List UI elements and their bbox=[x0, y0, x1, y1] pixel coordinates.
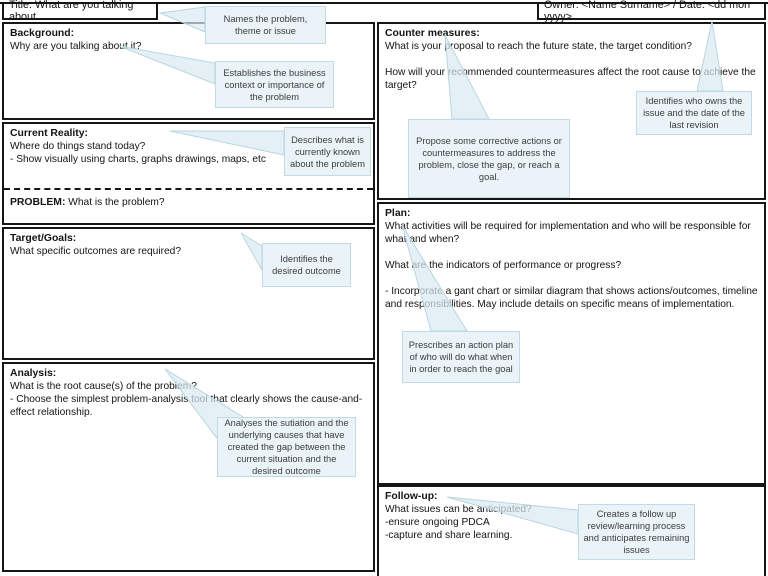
follow-up-text-2: -ensure ongoing PDCA bbox=[385, 517, 490, 528]
problem-text: What is the problem? bbox=[65, 197, 165, 208]
dashed-divider bbox=[4, 188, 373, 190]
plan-heading: Plan: bbox=[385, 208, 411, 219]
title-text: Title: What are you talking about bbox=[9, 0, 134, 23]
follow-up-text-1: What issues can be anticipated? bbox=[385, 504, 532, 515]
callout-propose-actions: Propose some corrective actions or count… bbox=[408, 119, 570, 198]
background-heading: Background: bbox=[10, 28, 75, 39]
plan-text-1: What activities will be required for imp… bbox=[385, 221, 751, 245]
analysis-text-2: - Choose the simplest problem-analysis t… bbox=[10, 394, 363, 418]
target-goals-heading: Target/Goals: bbox=[10, 233, 77, 244]
current-reality-text-2: - Show visually using charts, graphs dra… bbox=[10, 154, 266, 165]
problem-label: PROBLEM: bbox=[10, 197, 66, 208]
background-text: Why are you talking about it? bbox=[10, 41, 142, 52]
follow-up-text-3: -capture and share learning. bbox=[385, 530, 513, 541]
target-goals-text: What specific outcomes are required? bbox=[10, 246, 182, 257]
plan-text-2: What are the indicators of performance o… bbox=[385, 260, 622, 271]
current-reality-text-1: Where do things stand today? bbox=[10, 141, 146, 152]
callout-creates-followup: Creates a follow up review/learning proc… bbox=[578, 504, 695, 560]
counter-measures-text-1: What is your proposal to reach the futur… bbox=[385, 41, 692, 52]
callout-identifies-owner: Identifies who owns the issue and the da… bbox=[636, 91, 752, 135]
owner-date-text: Owner: <Name Surname> / Date: <dd mon yy… bbox=[544, 0, 751, 23]
callout-describes-known: Describes what is currently known about … bbox=[284, 127, 371, 176]
current-reality-heading: Current Reality: bbox=[10, 128, 88, 139]
plan-text-3: - Incorporate a gant chart or similar di… bbox=[385, 286, 758, 310]
callout-names-problem: Names the problem, theme or issue bbox=[205, 6, 326, 44]
callout-analyses-situation: Analyses the sutiation and the underlyin… bbox=[217, 417, 356, 477]
counter-measures-heading: Counter measures: bbox=[385, 28, 480, 39]
title-box: Title: What are you talking about bbox=[2, 0, 158, 23]
follow-up-heading: Follow-up: bbox=[385, 491, 438, 502]
analysis-heading: Analysis: bbox=[10, 368, 57, 379]
section-follow-up: Follow-up: What issues can be anticipate… bbox=[377, 485, 766, 576]
callout-establishes-context: Establishes the business context or impo… bbox=[215, 61, 334, 108]
callout-identifies-outcome: Identifies the desired outcome bbox=[262, 243, 351, 287]
sheet-top-rule bbox=[0, 2, 768, 4]
analysis-text-1: What is the root cause(s) of the problem… bbox=[10, 381, 197, 392]
counter-measures-text-2: How will your recommended countermeasure… bbox=[385, 67, 756, 91]
problem-statement: PROBLEM: What is the problem? bbox=[10, 196, 165, 209]
owner-date-box: Owner: <Name Surname> / Date: <dd mon yy… bbox=[537, 0, 766, 23]
callout-prescribes-plan: Prescribes an action plan of who will do… bbox=[402, 331, 520, 383]
